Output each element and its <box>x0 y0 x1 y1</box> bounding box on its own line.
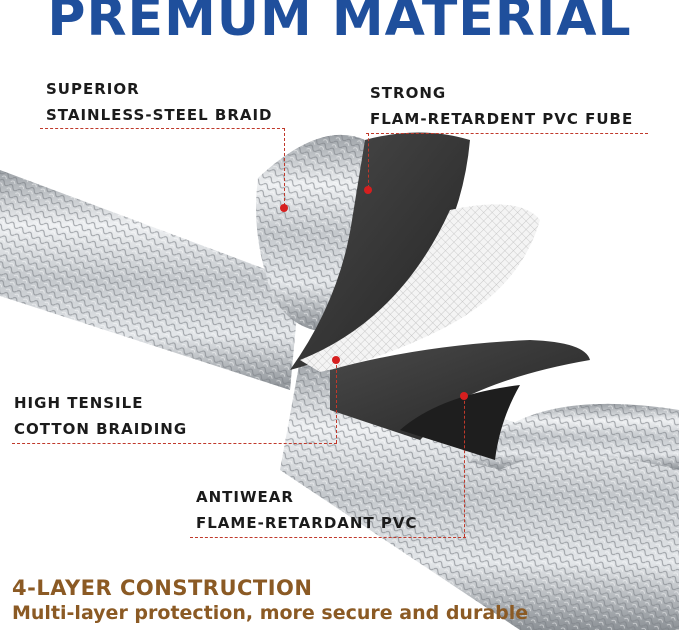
label-braid-line2: STAINLESS-STEEL BRAID <box>46 106 273 124</box>
pointer-vline-pvc <box>368 133 369 188</box>
label-antiwear-line1: ANTIWEAR <box>196 488 294 506</box>
pointer-dot-antiwear <box>460 392 468 400</box>
label-cotton-line2: COTTON BRAIDING <box>14 420 188 438</box>
label-braid-line1: SUPERIOR <box>46 80 140 98</box>
pointer-dot-braid <box>280 204 288 212</box>
pointer-line-cotton <box>12 443 337 444</box>
label-pvc-line2: FLAM-RETARDENT PVC FUBE <box>370 110 634 128</box>
pvc-inner-cavity <box>400 385 520 460</box>
pointer-vline-cotton <box>336 360 337 443</box>
pointer-line-antiwear <box>190 537 466 538</box>
label-antiwear-line2: FLAME-RETARDANT PVC <box>196 514 418 532</box>
label-pvc-line1: STRONG <box>370 84 447 102</box>
pointer-line-braid <box>40 128 285 129</box>
pointer-dot-cotton <box>332 356 340 364</box>
pointer-vline-braid <box>284 128 285 206</box>
cotton-mesh-layer <box>300 204 540 372</box>
pointer-line-pvc <box>366 133 648 134</box>
pvc-inner-layer <box>330 340 590 440</box>
footer-subheading: Multi-layer protection, more secure and … <box>12 602 529 624</box>
label-cotton-line1: HIGH TENSILE <box>14 394 144 412</box>
pvc-outer-layer <box>290 132 470 370</box>
right-braid-segment <box>280 360 679 630</box>
pointer-dot-pvc <box>364 186 372 194</box>
page-title: PREMUM MATERIAL <box>47 0 632 48</box>
pointer-vline-antiwear <box>464 396 465 537</box>
footer-heading: 4-LAYER CONSTRUCTION <box>12 576 313 600</box>
left-braid-segment <box>0 170 300 390</box>
